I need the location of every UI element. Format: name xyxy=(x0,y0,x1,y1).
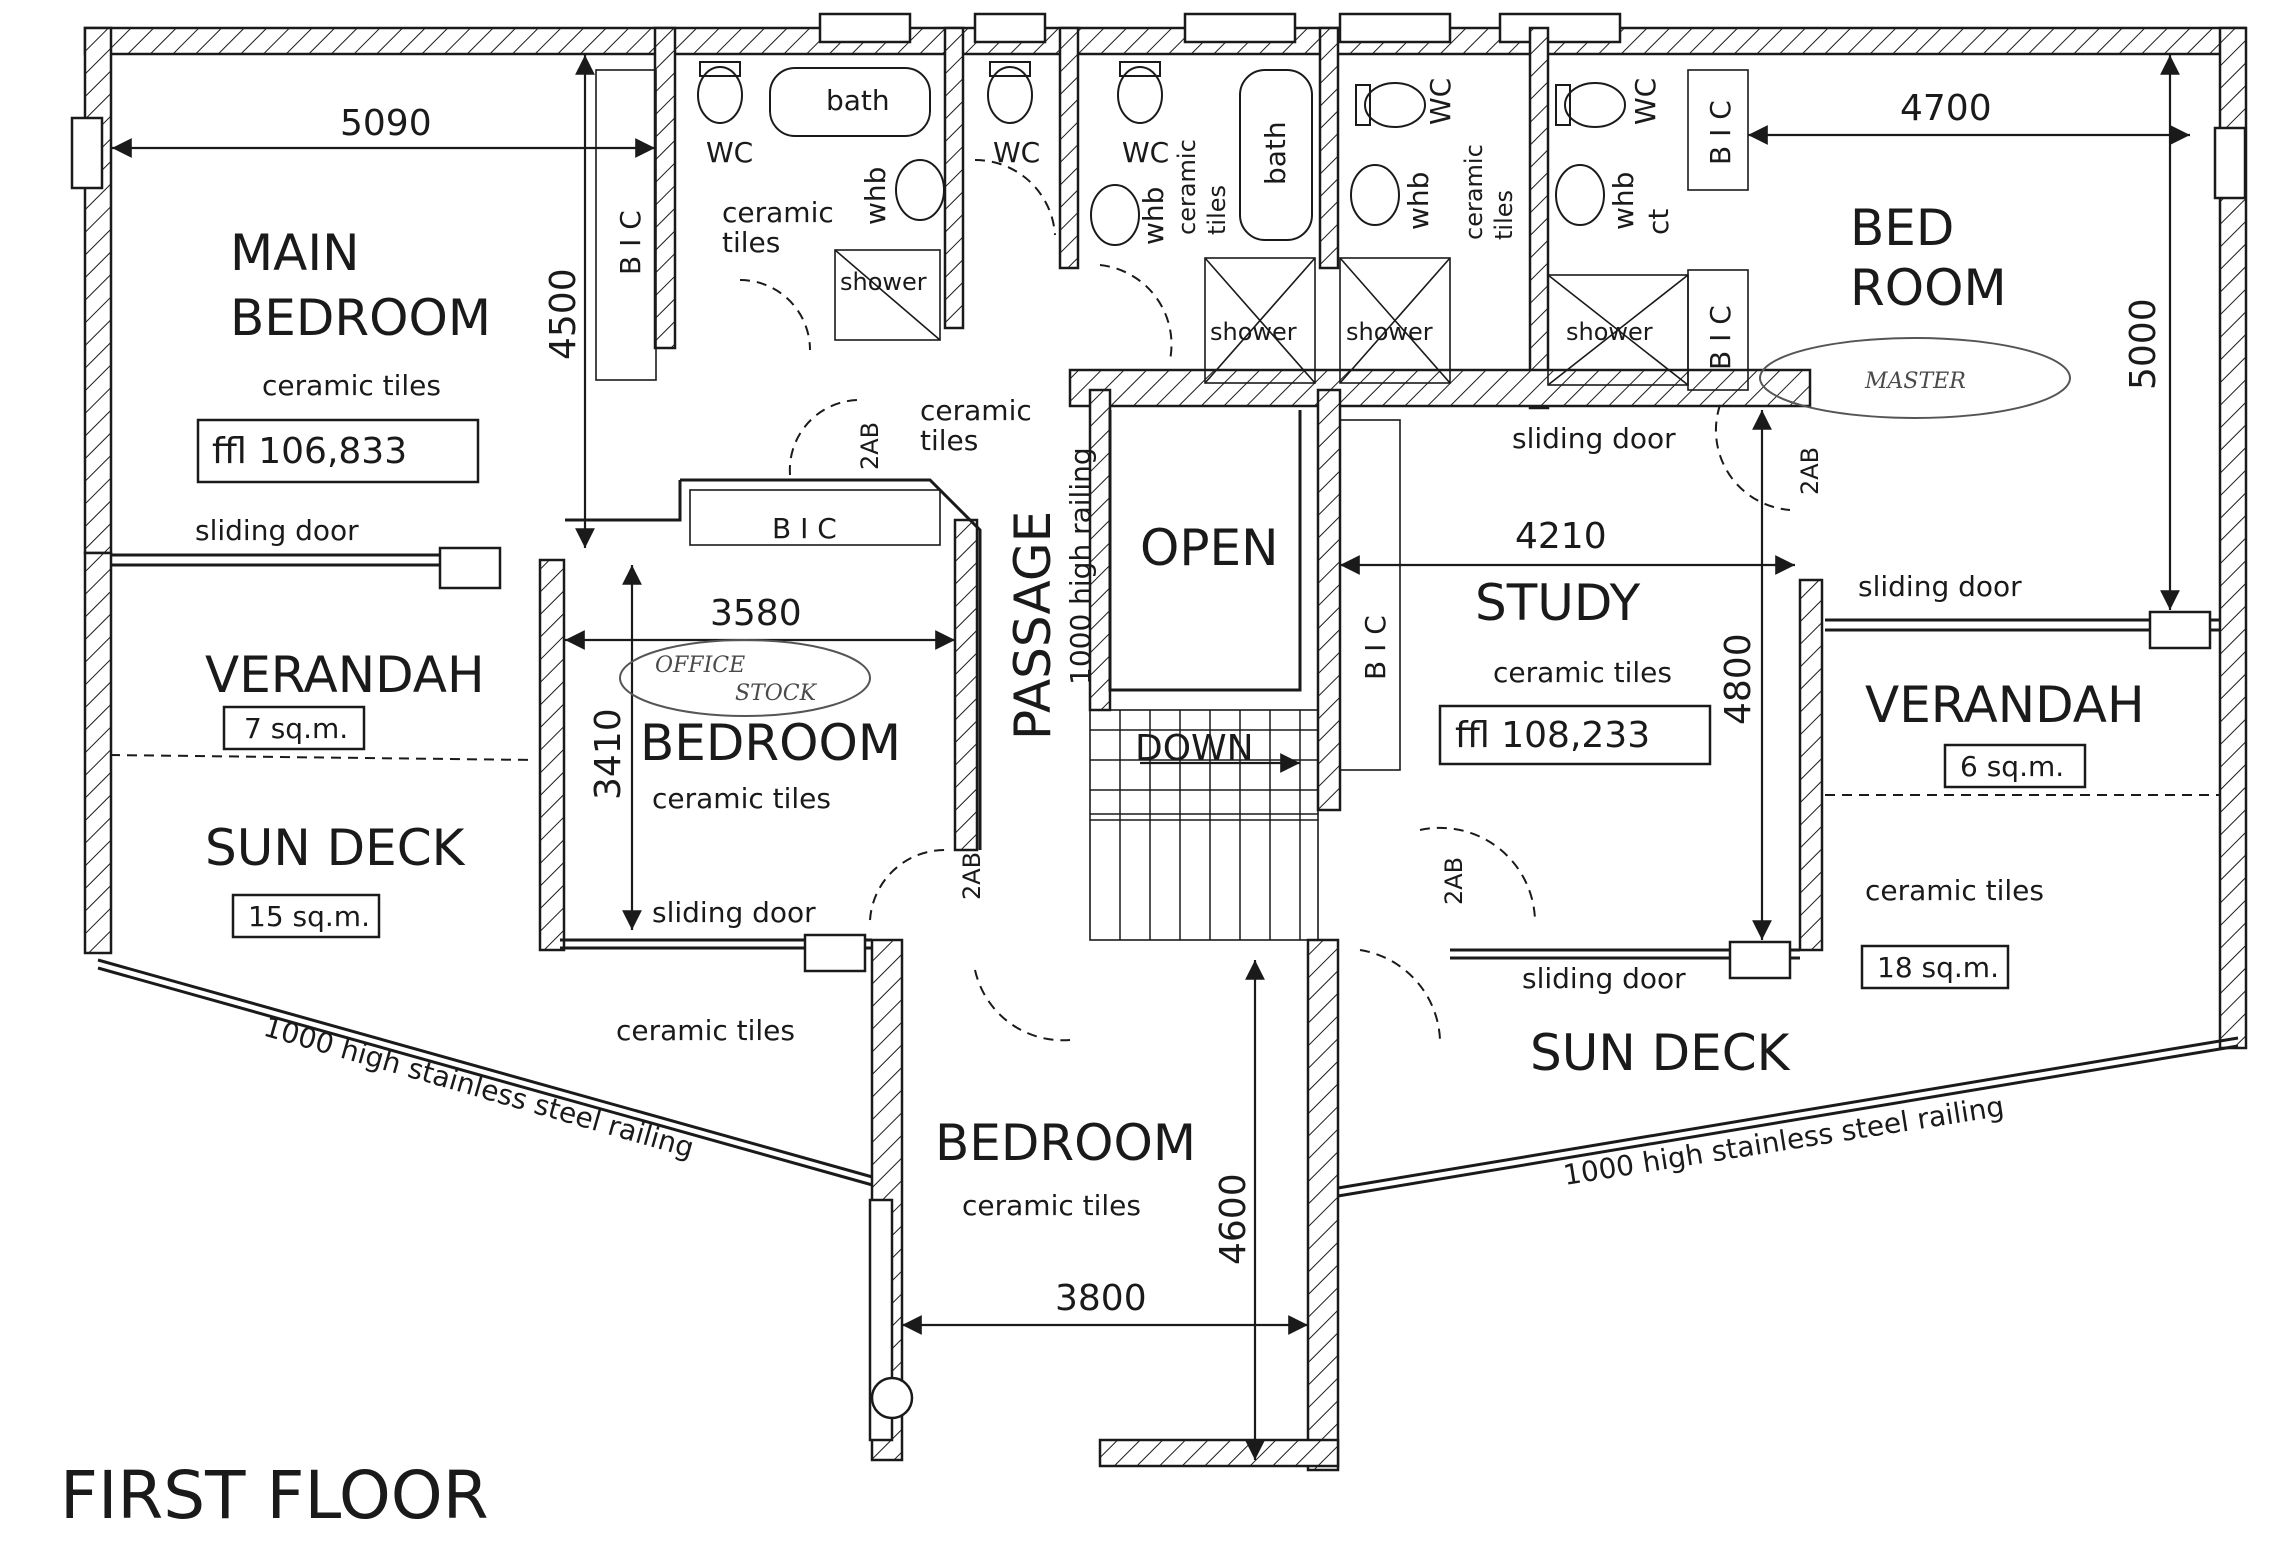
bedroom-tr-label-1: BED xyxy=(1850,199,1954,257)
sundeck-left-area: 15 sq.m. xyxy=(248,900,370,933)
wc-bath3: WC xyxy=(1424,78,1457,125)
bath-bath2: bath xyxy=(1259,121,1292,185)
dim-main-bedroom-width: 5090 xyxy=(340,103,432,144)
bic-tr-top: B I C xyxy=(1704,100,1737,165)
dim-bedroom-mid-depth: 3410 xyxy=(588,708,629,800)
tiles-bath3-1: ceramic xyxy=(1460,144,1488,240)
bic-tr-bottom: B I C xyxy=(1704,305,1737,370)
passage-label: PASSAGE xyxy=(1004,511,1062,740)
dim-main-bedroom-depth: 4500 xyxy=(543,268,584,360)
ct-bath4: ct xyxy=(1642,209,1675,235)
sliding-door-tr: sliding door xyxy=(1858,570,2022,603)
wc-bath2: WC xyxy=(1122,136,1169,169)
verandah-divider-left xyxy=(109,754,536,761)
sundeck-right-area: 18 sq.m. xyxy=(1877,951,1999,984)
shower-bath3: shower xyxy=(1346,318,1433,346)
tiles-ensuite-2: tiles xyxy=(722,226,780,259)
wc-ensuite: WC xyxy=(706,136,753,169)
dim-study-depth: 4800 xyxy=(1718,633,1759,725)
railing-passage: 1000 high railing xyxy=(1064,447,1097,685)
sundeck-left-label: SUN DECK xyxy=(205,819,466,877)
verandah-right-area: 6 sq.m. xyxy=(1960,750,2064,783)
bic-main: B I C xyxy=(614,210,647,275)
dim-study-width: 4210 xyxy=(1515,516,1607,557)
wc-bath4: WC xyxy=(1629,78,1662,125)
stair-treads xyxy=(1090,710,1318,940)
dim-bedroom-tr-width: 4700 xyxy=(1900,88,1992,129)
tiles-passage-1: ceramic xyxy=(920,394,1032,427)
verandah-right-label: VERANDAH xyxy=(1865,676,2145,734)
fixtures xyxy=(697,61,1626,246)
door-2ab-study: 2AB xyxy=(1440,857,1468,905)
dim-bedroom-bottom-depth: 4600 xyxy=(1213,1173,1254,1265)
shower-ensuite: shower xyxy=(840,268,927,296)
tiles-ensuite-1: ceramic xyxy=(722,196,834,229)
tiles-bedroom-bottom: ceramic tiles xyxy=(962,1189,1141,1222)
label-boxes xyxy=(196,418,2087,990)
tiles-bedroom-mid: ceramic tiles xyxy=(652,782,831,815)
main-bedroom-label-1: MAIN xyxy=(230,224,360,282)
sundeck-right-label: SUN DECK xyxy=(1530,1024,1791,1082)
stair-down-label: DOWN xyxy=(1135,728,1254,769)
bedroom-tr-label-2: ROOM xyxy=(1850,259,2007,317)
tiles-right-deck: ceramic tiles xyxy=(1865,874,2044,907)
bic-mid: B I C xyxy=(772,512,837,545)
main-bedroom-label-2: BEDROOM xyxy=(230,289,491,347)
wc-passage: WC xyxy=(993,136,1040,169)
handwritten-office: OFFICE xyxy=(655,653,745,678)
shower-trays xyxy=(834,249,1689,386)
handwritten-master: MASTER xyxy=(1864,369,1966,394)
verandah-left-area: 7 sq.m. xyxy=(244,712,348,745)
whb-ensuite: whb xyxy=(859,167,892,225)
dim-bedroom-mid-width: 3580 xyxy=(710,593,802,634)
plan-title: FIRST FLOOR xyxy=(60,1457,489,1534)
bedroom-mid-label: BEDROOM xyxy=(640,714,901,772)
tiles-main-bedroom: ceramic tiles xyxy=(262,369,441,402)
main-bedroom-ffl: ffl 106,833 xyxy=(212,431,407,472)
verandah-left-label: VERANDAH xyxy=(205,646,485,704)
whb-bath2: whb xyxy=(1137,187,1170,245)
tiles-passage-2: tiles xyxy=(920,424,978,457)
tiles-bath3-2: tiles xyxy=(1490,190,1518,240)
bath-ensuite: bath xyxy=(826,84,890,117)
sliding-door-study: sliding door xyxy=(1522,962,1686,995)
handwritten-stock: STOCK xyxy=(735,681,818,706)
tiles-bath2-2: tiles xyxy=(1203,185,1231,235)
sliding-door-mid: sliding door xyxy=(652,896,816,929)
tiles-bath2-1: ceramic xyxy=(1173,139,1201,235)
door-2ab-tr: 2AB xyxy=(1796,447,1824,495)
door-2ab-passage-bottom: 2AB xyxy=(958,852,986,900)
shower-bath2: shower xyxy=(1210,318,1297,346)
shower-bath4: shower xyxy=(1566,318,1653,346)
study-ffl: ffl 108,233 xyxy=(1455,715,1650,756)
door-2ab-passage-top: 2AB xyxy=(856,422,884,470)
open-label: OPEN xyxy=(1140,519,1279,577)
study-label: STUDY xyxy=(1475,574,1641,632)
dim-bedroom-bottom-width: 3800 xyxy=(1055,1278,1147,1319)
tiles-left-deck: ceramic tiles xyxy=(616,1014,795,1047)
tiles-study: ceramic tiles xyxy=(1493,656,1672,689)
internal-walls xyxy=(109,26,2220,1472)
outer-walls xyxy=(70,12,2248,1198)
bic-study: B I C xyxy=(1359,615,1392,680)
whb-bath4: whb xyxy=(1607,172,1640,230)
dim-bedroom-tr-depth: 5000 xyxy=(2123,298,2164,390)
sliding-door-ensuite: sliding door xyxy=(1512,422,1676,455)
sliding-door-main: sliding door xyxy=(195,514,359,547)
bedroom-bottom-label: BEDROOM xyxy=(935,1114,1196,1172)
whb-bath3: whb xyxy=(1402,172,1435,230)
